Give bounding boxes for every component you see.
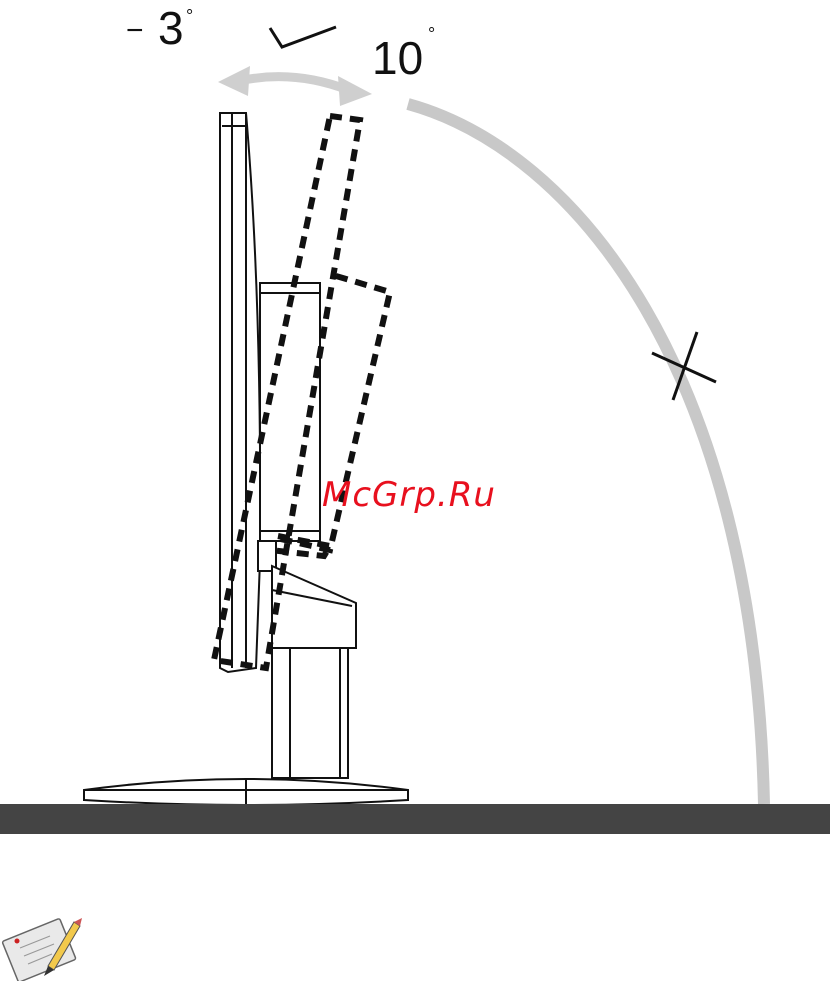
angle-symbol (270, 27, 336, 47)
tilt-min-label: − 3 ° (126, 2, 193, 54)
tilt-min-value: 3 (158, 2, 184, 54)
tilt-min-sign: − (126, 14, 144, 47)
note-pencil-icon (2, 918, 82, 981)
tilt-max-label: 10 ° (372, 24, 435, 84)
watermark-text: McGrp.Ru (322, 475, 496, 515)
tilt-max-value: 10 (372, 32, 423, 84)
tilt-max-degree: ° (428, 24, 435, 44)
stand-head (272, 566, 356, 648)
tilt-arrow (218, 66, 372, 106)
desk-surface (0, 804, 830, 834)
reference-arc (408, 104, 764, 804)
arrow-head-right (338, 76, 372, 106)
tilt-min-degree: ° (186, 6, 193, 26)
stand-column (272, 648, 348, 778)
monitor-panel (220, 113, 260, 672)
arrow-head-left (218, 66, 250, 96)
